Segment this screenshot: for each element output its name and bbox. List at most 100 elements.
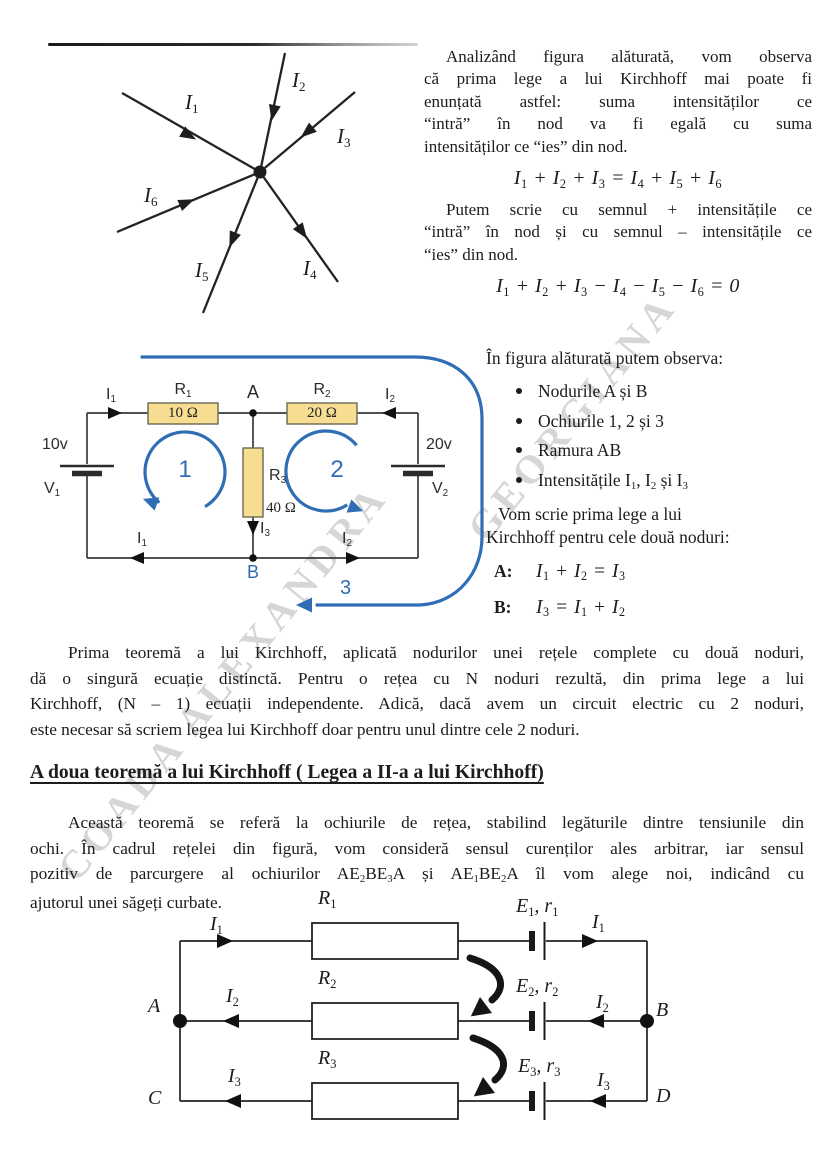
label-node-b: B bbox=[656, 999, 669, 1021]
intro-line: Analizând figura alăturată, vom observa bbox=[446, 47, 812, 66]
loop-direction-arc-1 bbox=[466, 954, 504, 1004]
intro-line: “intră” în nod va fi egală cu suma bbox=[424, 114, 812, 134]
node-b-label: B: bbox=[494, 596, 512, 617]
bullet-text: Ramura AB bbox=[538, 440, 622, 460]
three-branch-circuit-svg bbox=[173, 922, 654, 1120]
observe-text-block: În figura alăturată putem observa: Nodur… bbox=[486, 347, 814, 621]
node-a-equation: I1 + I2 = I3 bbox=[536, 560, 626, 584]
label-r3: R3 bbox=[318, 1047, 337, 1071]
value-r2: 20 Ω bbox=[307, 405, 337, 421]
label-i3-right: I3 bbox=[597, 1069, 610, 1093]
label-node-d: D bbox=[656, 1085, 671, 1107]
resistor-r3-box bbox=[311, 1082, 459, 1120]
loop-direction-arrowhead-1 bbox=[470, 997, 493, 1017]
paragraph-line: Prima teoremă a lui Kirchhoff, aplicată … bbox=[68, 643, 804, 662]
intro-text-block: Analizând figura alăturată, vom observa … bbox=[424, 46, 812, 307]
paragraph-line: Această teoremă se referă la ochiurile d… bbox=[68, 813, 804, 832]
intro-line: “ies” din nod. bbox=[424, 244, 518, 264]
arrow-i3 bbox=[247, 521, 259, 535]
equation-kcl-zero: I1 + I2 + I3 − I4 − I5 − I6 = 0 bbox=[496, 275, 740, 299]
arrow-i1-bottom bbox=[130, 552, 144, 564]
label-v2: V2 bbox=[432, 480, 449, 499]
node-a-label: A: bbox=[494, 560, 513, 581]
paragraph-line: Kirchhoff, (N – 1) ecuații independente.… bbox=[30, 694, 804, 714]
node-a-dot bbox=[249, 409, 257, 417]
label-i5: I5 bbox=[195, 258, 209, 284]
label-i1-right: I1 bbox=[592, 911, 605, 935]
label-i3: I3 bbox=[337, 124, 351, 150]
value-r1: 10 Ω bbox=[168, 405, 198, 421]
paragraph-first-theorem: Prima teoremă a lui Kirchhoff, aplicată … bbox=[30, 640, 804, 742]
label-i2-top: I2 bbox=[385, 386, 395, 405]
paragraph-second-theorem: Această teoremă se referă la ochiurile d… bbox=[30, 810, 804, 915]
loop1-arrowhead bbox=[142, 497, 160, 511]
arrow-i2-top bbox=[382, 407, 396, 419]
label-e3-r3: E3, r3 bbox=[518, 1055, 561, 1079]
arrow-i2-right bbox=[588, 1014, 604, 1028]
observe-outro: Kirchhoff pentru cele două noduri: bbox=[486, 526, 730, 547]
bullet-icon bbox=[516, 417, 522, 424]
bullet-icon bbox=[516, 388, 522, 394]
node-b-equation-row: B: I3 = I1 + I2 bbox=[486, 596, 814, 621]
label-r2: R2 bbox=[313, 381, 331, 400]
resistor-r2-box bbox=[311, 1002, 459, 1040]
resistor-r3 bbox=[242, 447, 264, 518]
label-r2: R2 bbox=[318, 967, 337, 991]
label-i1-top: I1 bbox=[106, 386, 116, 405]
two-loop-circuit-svg bbox=[60, 355, 484, 613]
paragraph-line: ochi. În cadrul rețelei din figură, vom … bbox=[30, 838, 804, 858]
label-r1: R1 bbox=[318, 887, 337, 911]
figure-three-branch-circuit: I1 R1 E1, r1 I1 A I2 R2 E2, r2 I2 B I3 R… bbox=[130, 880, 700, 1150]
arrow-i1-left bbox=[217, 934, 233, 948]
label-node-b: B bbox=[246, 562, 259, 582]
paragraph-line: ajutorul unei săgeți curbate. bbox=[30, 892, 222, 912]
label-i1: I1 bbox=[185, 90, 199, 116]
intro-line: enunțată astfel: suma intensităților ce bbox=[424, 91, 812, 111]
current-arrow-i2 bbox=[268, 103, 281, 121]
label-r1: R1 bbox=[174, 381, 192, 400]
scan-artifact-line bbox=[48, 43, 418, 46]
intro-line: că prima lege a lui Kirchhoff mai poate … bbox=[424, 69, 812, 89]
node-a-dot bbox=[173, 1014, 187, 1028]
node-a-equation-row: A: I1 + I2 = I3 bbox=[486, 560, 814, 585]
list-item: Ramura AB bbox=[486, 439, 814, 462]
list-item: Intensitățile I1, I2 și I3 bbox=[486, 469, 814, 495]
arrow-i2-left bbox=[223, 1014, 239, 1028]
arrow-i1-right bbox=[582, 934, 598, 948]
resistor-r1-box bbox=[311, 922, 459, 960]
paragraph-line: pozitiv de parcurgere al ochiurilor AE2B… bbox=[30, 864, 804, 886]
label-i2-bottom: I2 bbox=[342, 530, 352, 549]
label-i2-left: I2 bbox=[226, 985, 239, 1009]
loop3-arrowhead bbox=[296, 597, 312, 613]
loop-direction-arc-2 bbox=[469, 1034, 507, 1084]
label-i1-left: I1 bbox=[210, 913, 223, 937]
section-heading: A doua teoremă a lui Kirchhoff ( Legea a… bbox=[30, 762, 544, 783]
figure-node-currents: I1 I2 I3 I4 I5 I6 bbox=[40, 40, 430, 335]
intro-line: Putem scrie cu semnul + intensitățile ce bbox=[446, 200, 812, 220]
label-e2-r2: E2, r2 bbox=[516, 975, 559, 999]
observe-bullet-list: Nodurile A și B Ochiurile 1, 2 și 3 Ramu… bbox=[486, 380, 814, 495]
node-b-dot bbox=[640, 1014, 654, 1028]
label-node-a: A bbox=[148, 995, 161, 1017]
label-v1: V1 bbox=[44, 480, 61, 499]
bullet-text: Intensitățile I1, I2 și I3 bbox=[538, 469, 688, 492]
node-b-dot bbox=[249, 554, 257, 562]
node-b-equation: I3 = I1 + I2 bbox=[536, 596, 626, 620]
node-currents-svg bbox=[116, 52, 356, 314]
loop3-path bbox=[140, 355, 484, 607]
resistor-r2 bbox=[286, 402, 358, 425]
bullet-text: Ochiurile 1, 2 și 3 bbox=[538, 410, 664, 431]
bullet-text: Nodurile A și B bbox=[538, 381, 648, 401]
resistor-r1 bbox=[147, 402, 219, 425]
label-volt-right: 20v bbox=[426, 436, 452, 453]
figure-two-loop-circuit: I1 R1 A R2 I2 10 Ω 20 Ω 10v V1 20v V2 1 … bbox=[30, 345, 490, 635]
node-dot bbox=[253, 165, 267, 179]
current-arrow-i5 bbox=[229, 230, 241, 248]
label-i6: I6 bbox=[144, 183, 158, 209]
label-i4: I4 bbox=[303, 256, 317, 282]
equation-kcl-sum: I1 + I2 + I3 = I4 + I5 + I6 bbox=[513, 167, 723, 191]
bullet-icon bbox=[516, 476, 522, 483]
current-arrow-i6 bbox=[177, 199, 195, 212]
current-arrow-i1 bbox=[179, 126, 197, 140]
